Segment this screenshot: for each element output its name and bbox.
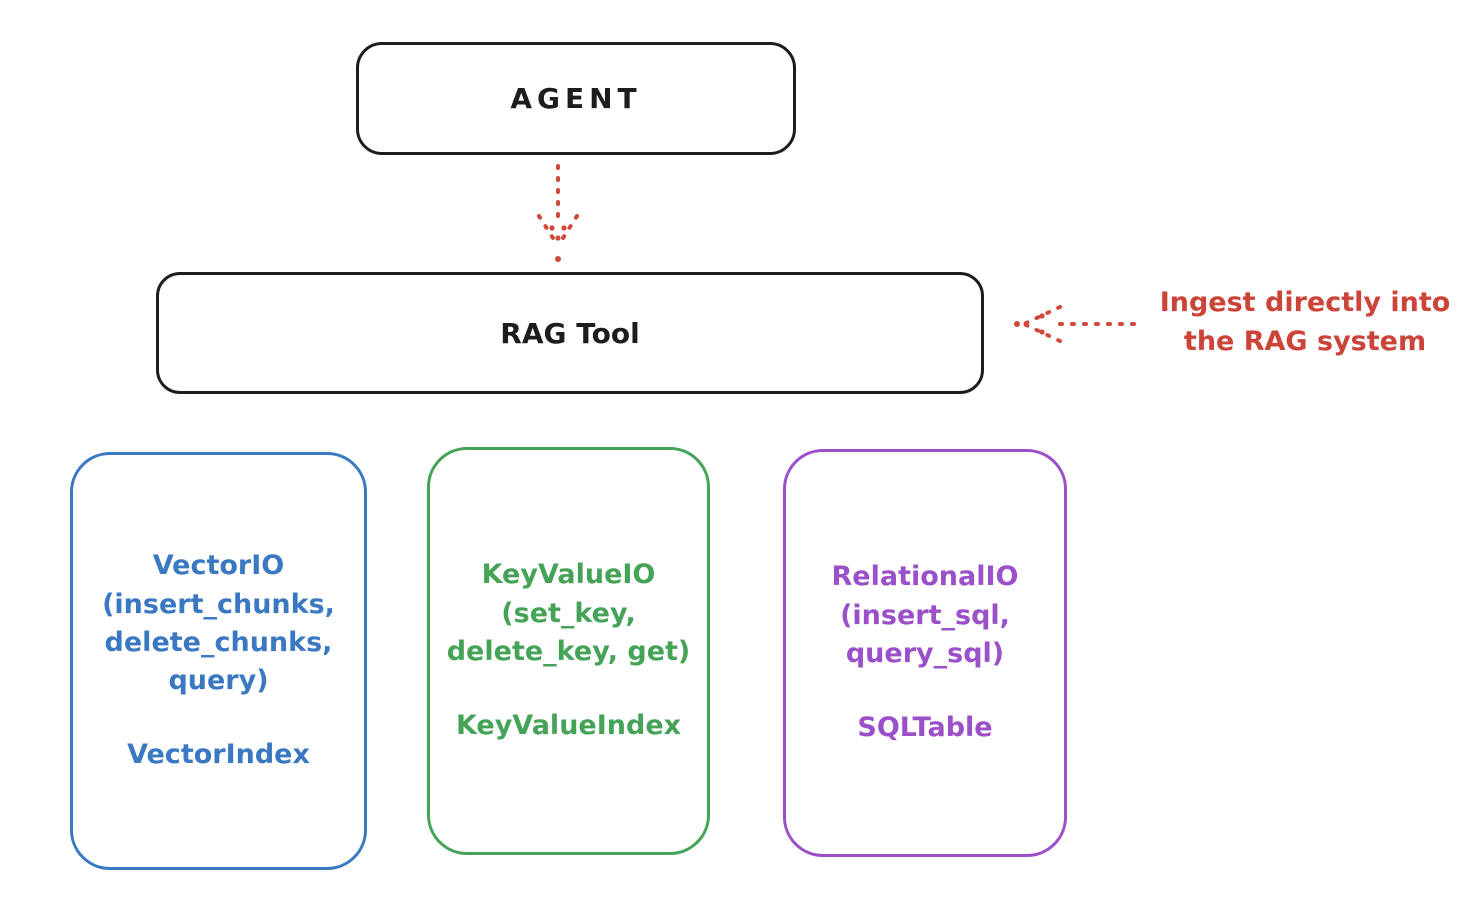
agent-to-rag-arrow-icon [537,164,579,262]
ingest-annotation-line2: the RAG system [1183,326,1427,358]
relational-io-box: RelationalIO (insert_sql, query_sql) SQL… [783,449,1067,857]
vector-io-box: VectorIO (insert_chunks, delete_chunks, … [70,452,367,870]
ingest-annotation-line1: Ingest directly into [1159,287,1451,318]
vector-io-title: VectorIO [152,550,285,582]
relational-io-methods-line1: (insert_sql, [840,599,1010,631]
key-value-io-methods-line1: (set_key, [501,597,636,629]
key-value-index-label: KeyValueIndex [455,710,682,742]
ingest-arrow-icon [1014,305,1136,343]
rag-tool-box: RAG Tool [156,272,984,394]
relational-io-methods-line2: query_sql) [845,638,1005,669]
agent-label: AGENT [510,82,642,115]
vector-index-label: VectorIndex [127,739,310,771]
sql-table-label: SQLTable [857,712,993,744]
vector-io-methods-line1: (insert_chunks, [102,588,335,620]
relational-io-title: RelationalIO [831,561,1019,593]
vector-io-methods-line2: delete_chunks, [104,626,333,658]
ingest-annotation: Ingest directly into the RAG system [1130,283,1480,361]
key-value-io-title: KeyValueIO [481,559,656,591]
vector-io-methods-line3: query) [168,665,269,697]
key-value-io-box: KeyValueIO (set_key, delete_key, get) Ke… [427,447,710,855]
rag-tool-label: RAG Tool [500,316,640,350]
agent-box: AGENT [356,42,796,155]
key-value-io-methods-line2: delete_key, get) [446,636,691,667]
